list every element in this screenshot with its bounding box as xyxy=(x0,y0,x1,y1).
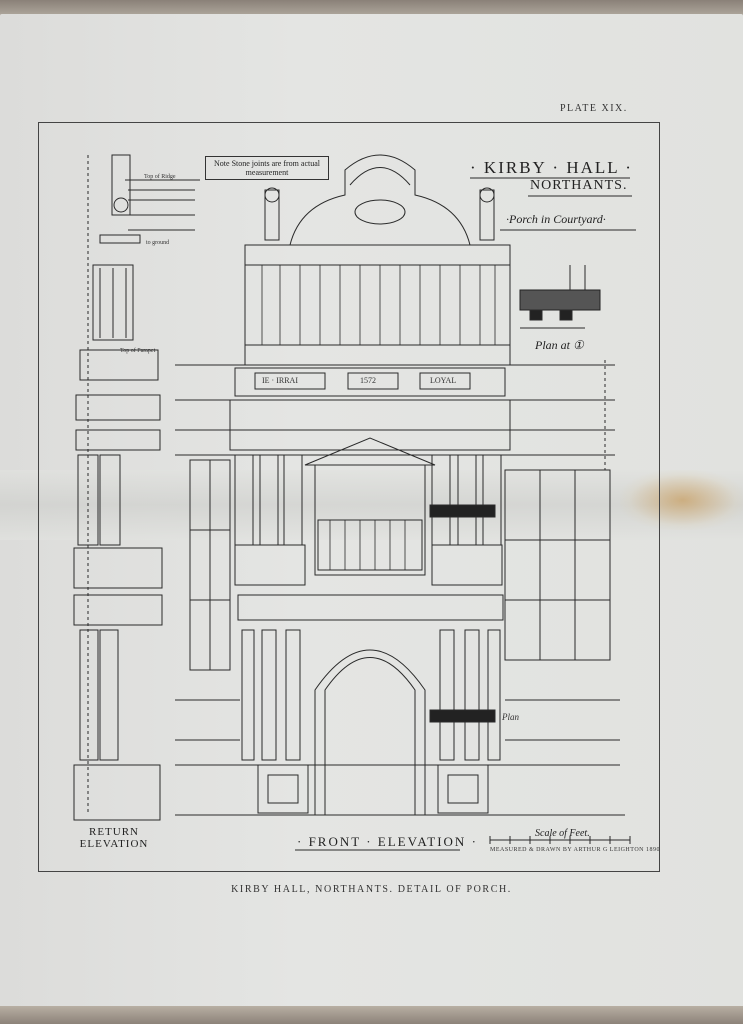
plan-label: Plan at ① xyxy=(535,338,584,352)
return-elevation xyxy=(73,154,200,821)
drawing-description: ·Porch in Courtyard· xyxy=(506,212,606,226)
book-edge-bottom xyxy=(0,1006,743,1024)
page-fold xyxy=(0,470,743,540)
top-of-parapet-label: Top of Parapet xyxy=(120,348,156,354)
drawing-subtitle: NORTHANTS. xyxy=(530,178,628,193)
plate-number: PLATE XIX. xyxy=(560,103,628,114)
scale-label: Scale of Feet. xyxy=(535,828,590,839)
to-ground-label: to ground xyxy=(146,240,170,246)
drawing-title: · KIRBY · HALL · xyxy=(470,158,633,177)
front-elevation-label: · FRONT · ELEVATION · xyxy=(297,834,478,849)
credit-line: MEASURED & DRAWN BY ARTHUR G LEIGHTON 18… xyxy=(490,847,660,853)
plate-frame xyxy=(38,122,660,872)
top-of-ridge-label: Top of Ridge xyxy=(144,174,176,180)
drawing-note: Note Stone joints are from actual measur… xyxy=(205,156,329,180)
porch-front xyxy=(229,154,511,815)
plan-callout: Plan xyxy=(502,712,519,722)
plate-caption: KIRBY HALL, NORTHANTS. DETAIL OF PORCH. xyxy=(231,884,512,895)
frieze-word-1: IE · IRRAI xyxy=(262,376,298,385)
frieze-word-3: LOYAL xyxy=(430,376,457,385)
page-stain xyxy=(620,470,743,530)
return-elevation-label: RETURN ELEVATION xyxy=(79,826,149,850)
plan-detail xyxy=(519,265,601,329)
frieze-word-2: 1572 xyxy=(360,376,376,385)
